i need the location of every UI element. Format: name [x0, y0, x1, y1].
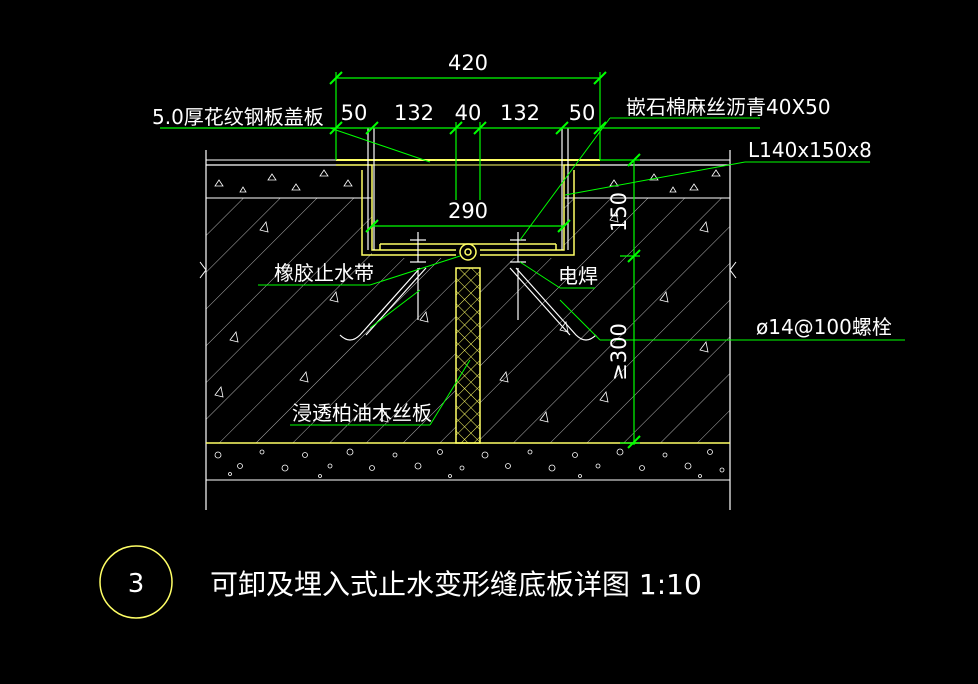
label-waterstop: 橡胶止水带: [274, 261, 374, 285]
detail-number-circle: [99, 545, 173, 619]
dim-seg-center: 40: [455, 101, 482, 125]
dim-seg-right: 50: [569, 101, 596, 125]
dim-total-width: 420: [448, 51, 488, 75]
dim-seg-mid-left: 132: [394, 101, 434, 125]
bolt-right: [509, 232, 597, 341]
wood-fiber-board: [455, 267, 481, 444]
angle-steel-frame: [336, 159, 600, 261]
detail-number: 3: [128, 569, 145, 599]
label-bolt: ø14@100螺栓: [756, 315, 892, 339]
label-angle-steel: L140x150x8: [748, 138, 872, 162]
label-cover-plate: 5.0厚花纹钢板盖板: [152, 105, 324, 129]
dimension-lines: [160, 71, 760, 449]
concrete-slab: [199, 150, 737, 510]
label-weld: 电焊: [558, 264, 598, 288]
dim-seg-left: 50: [341, 101, 368, 125]
dim-anchor-depth: ≥300: [607, 323, 631, 381]
leader-lines: [258, 117, 905, 426]
gravel-base: [214, 448, 725, 478]
label-wood-board: 浸透柏油木丝板: [292, 401, 432, 425]
drawing-title: 可卸及埋入式止水变形缝底板详图 1:10: [210, 568, 702, 601]
dim-seg-mid-right: 132: [500, 101, 540, 125]
dim-inner-width: 290: [448, 199, 488, 223]
label-filler: 嵌石棉麻丝沥青40X50: [626, 95, 831, 119]
dim-angle-height: 150: [607, 192, 631, 232]
